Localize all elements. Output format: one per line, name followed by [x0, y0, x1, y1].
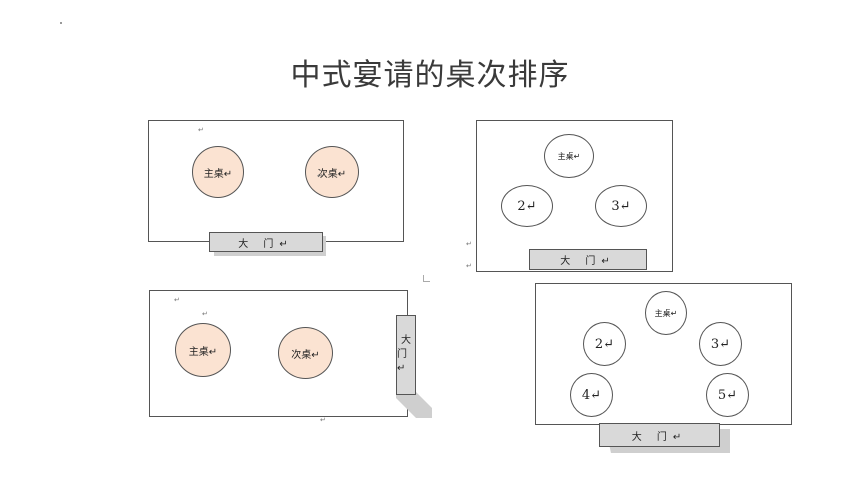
para-mark: ↵: [202, 310, 208, 318]
para-mark: ↵: [466, 240, 472, 248]
second-table: 次桌↵: [278, 327, 333, 379]
second-table: 次桌↵: [305, 146, 359, 198]
para-mark: ↵: [198, 126, 204, 134]
table-2: 2↵: [583, 322, 626, 366]
door-diagram-1: 大 门↵: [209, 232, 323, 252]
door-diagram-2: 大 门↵: [529, 249, 647, 270]
para-mark: ↵: [466, 262, 472, 270]
door-shadow: [396, 390, 432, 418]
door-diagram-4: 大 门↵: [599, 423, 720, 447]
table-5: 5↵: [706, 373, 749, 417]
main-table: 主桌↵: [192, 146, 244, 198]
main-table: 主桌↵: [544, 134, 594, 178]
door-diagram-3: 大 门↵: [396, 315, 416, 395]
page-title: 中式宴请的桌次排序: [290, 58, 570, 93]
corner-mark: [423, 275, 430, 282]
para-mark: ↵: [320, 416, 326, 424]
door-label-bottom: 门↵: [397, 349, 407, 374]
table-3: 3↵: [595, 185, 647, 227]
main-table: 主桌↵: [645, 291, 687, 335]
dot: [60, 22, 62, 24]
table-2: 2↵: [501, 185, 553, 227]
room-diagram-1: [148, 120, 404, 242]
table-3: 3↵: [699, 322, 742, 366]
para-mark: ↵: [317, 172, 323, 180]
para-mark: ↵: [174, 296, 180, 304]
main-table: 主桌↵: [175, 323, 231, 377]
table-4: 4↵: [570, 373, 613, 417]
door-label-top: 大: [401, 335, 411, 346]
